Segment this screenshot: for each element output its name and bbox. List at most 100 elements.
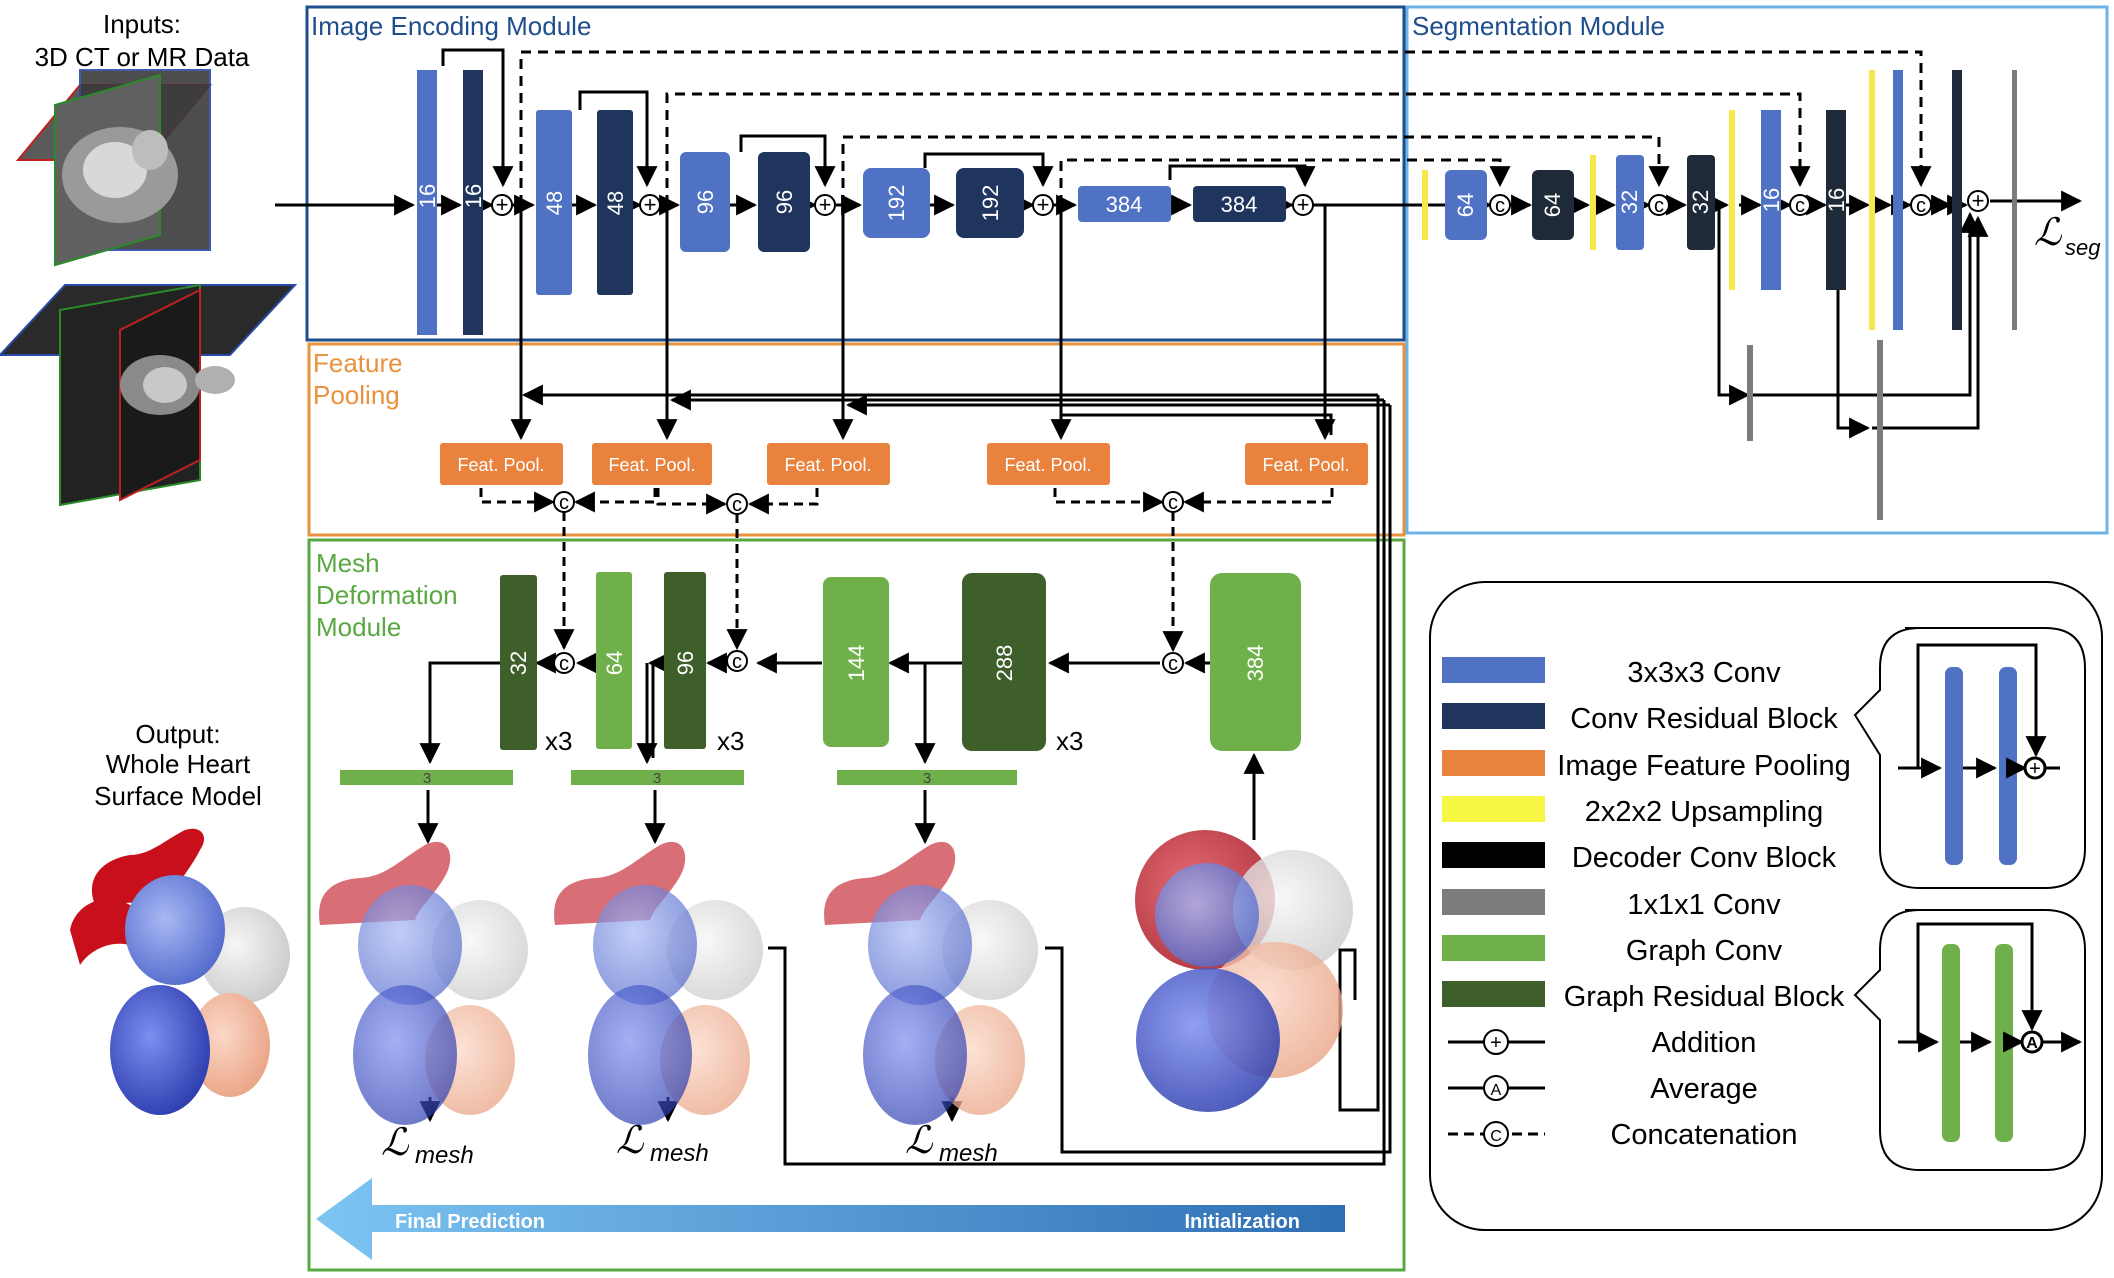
svg-text:c: c — [1168, 653, 1178, 675]
legend-label-7: Graph Residual Block — [1564, 981, 1845, 1013]
legend-label-2: Image Feature Pooling — [1557, 750, 1850, 782]
add-node-seg: + — [1967, 188, 1989, 213]
graph-bar-label-2: 3 — [653, 770, 661, 787]
concat-node-pool-1: c — [553, 491, 575, 514]
svg-text:+: + — [1297, 192, 1310, 217]
legend-graph-residual-callout: A — [1853, 909, 2086, 1171]
add-node-4: + — [1032, 192, 1054, 217]
legend-symbol-concat: C — [1490, 1128, 1502, 1145]
graph-bar-label-1: 3 — [423, 770, 431, 787]
feat-pool-5 — [1245, 443, 1368, 485]
encoder-label-4: 48 — [603, 191, 628, 215]
svg-text:c: c — [1654, 195, 1664, 217]
repeat-labels: x3 x3 x3 — [545, 726, 1083, 756]
svg-text:+: + — [819, 192, 832, 217]
conv1x1-output — [2012, 70, 2017, 330]
mesh-loss-1-subscript: mesh — [415, 1142, 474, 1169]
legend-symbol-glyphs: + A C — [1490, 1032, 1502, 1145]
encoder-block-4 — [597, 110, 633, 295]
legend-label-5: 1x1x1 Conv — [1627, 889, 1781, 921]
conv1x1-side-1 — [1747, 345, 1753, 441]
encoder-block-2 — [463, 70, 483, 335]
svg-text:c: c — [1795, 195, 1805, 217]
legend-label-10: Concatenation — [1610, 1119, 1797, 1151]
mesh-loss-2-symbol: ℒ — [616, 1120, 645, 1162]
encoder-block-7 — [863, 168, 930, 238]
mesh-label-1: 32 — [506, 651, 531, 675]
mesh-title-line1: Mesh — [316, 548, 380, 578]
mesh-title-line3: Module — [316, 612, 401, 642]
concat-node-mesh-3: c — [1162, 652, 1184, 675]
encoder-block-3 — [536, 110, 572, 295]
feat-pool-3 — [767, 443, 890, 485]
decoder-block-4 — [1952, 70, 1962, 330]
mesh-loss-1-symbol: ℒ — [381, 1122, 410, 1164]
encoder-label-8: 192 — [978, 185, 1003, 222]
addition-nodes: + + + + + + — [491, 188, 1989, 217]
encoder-blocks — [417, 70, 1286, 335]
pooling-title-line2: Pooling — [313, 380, 400, 410]
legend-label-1: Conv Residual Block — [1570, 703, 1838, 735]
decoder-conv-3 — [1761, 110, 1781, 290]
decoder-label-4: 32 — [1688, 190, 1713, 214]
concat-nodes-pooling: c c c — [553, 491, 1184, 516]
output-labels: Output: Whole Heart Surface Model — [94, 719, 262, 811]
svg-text:+: + — [1037, 192, 1050, 217]
output-line2: Whole Heart — [106, 749, 251, 779]
encoder-block-1 — [417, 70, 437, 335]
encoder-label-9: 384 — [1106, 192, 1143, 217]
segmentation-module-title: Segmentation Module — [1412, 11, 1665, 41]
decoder-block-2 — [1687, 155, 1715, 250]
mesh-block-6 — [1210, 573, 1301, 751]
concat-node-dec-4: c — [1910, 194, 1932, 217]
svg-text:c: c — [732, 494, 742, 516]
decoder-blocks — [1422, 70, 2017, 520]
repeat-label-3: x3 — [1056, 726, 1083, 756]
svg-text:c: c — [559, 653, 569, 675]
feat-pool-1 — [440, 443, 563, 485]
encoder-block-labels: 16 16 48 48 96 96 192 192 384 384 — [415, 184, 1257, 222]
feat-pool-label-4: Feat. Pool. — [1004, 455, 1091, 475]
legend-swatch-upsample — [1442, 796, 1545, 822]
repeat-label-2: x3 — [717, 726, 744, 756]
feat-pool-boxes — [440, 443, 1368, 485]
legend-symbol-add: + — [1490, 1032, 1502, 1054]
decoder-label-3: 32 — [1617, 190, 1642, 214]
graph-bar-labels: 3 3 3 — [423, 770, 931, 787]
mesh-block-3 — [664, 572, 706, 749]
feat-pool-label-1: Feat. Pool. — [457, 455, 544, 475]
mesh-initialization-spheres — [1135, 830, 1353, 1112]
mesh-label-4: 144 — [844, 645, 869, 682]
mesh-block-1 — [500, 575, 537, 750]
encoder-label-5: 96 — [693, 190, 718, 214]
pooling-connections — [510, 205, 1392, 1150]
graph-bar-2 — [571, 770, 744, 785]
encoder-decoder-skips — [519, 50, 1932, 205]
encoder-label-7: 192 — [884, 185, 909, 222]
legend-swatch-graph-conv — [1442, 935, 1545, 961]
svg-text:c: c — [1168, 492, 1178, 514]
mesh-prediction-2 — [554, 841, 763, 1125]
encoder-label-1: 16 — [415, 184, 440, 208]
mesh-module-frame — [307, 538, 1406, 1272]
graph-conv-bars — [340, 770, 1017, 785]
upsample-2 — [1590, 155, 1596, 250]
legend-symbol-avg: A — [1491, 1082, 1502, 1099]
legend-label-3: 2x2x2 Upsampling — [1585, 796, 1824, 828]
legend-swatch-pooling — [1442, 750, 1545, 776]
mesh-block-labels: 32 64 96 144 288 384 — [506, 645, 1268, 682]
decoder-label-6: 16 — [1824, 188, 1849, 212]
svg-text:c: c — [559, 492, 569, 514]
encoder-block-10 — [1193, 186, 1286, 222]
encoder-label-3: 48 — [542, 191, 567, 215]
concat-node-dec-1: c — [1489, 194, 1511, 217]
encoding-module-title: Image Encoding Module — [311, 11, 591, 41]
final-prediction-label: Final Prediction — [395, 1211, 545, 1233]
upsample-4 — [1869, 70, 1875, 330]
pooling-concat-lines — [479, 488, 1334, 653]
decoder-label-2: 64 — [1540, 193, 1565, 217]
mr-volume-image — [0, 283, 298, 507]
encoder-label-10: 384 — [1221, 192, 1258, 217]
